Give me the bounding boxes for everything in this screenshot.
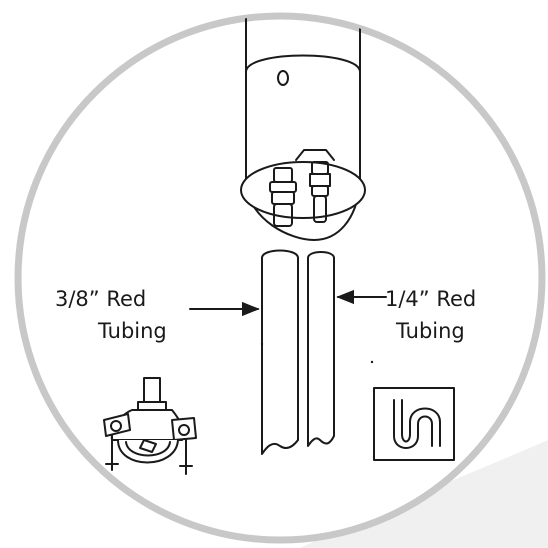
label-1-4-tubing: Tubing	[396, 319, 465, 343]
drain-trap-icon	[373, 387, 455, 461]
tubing-3-8	[261, 249, 299, 455]
label-3-8-tubing: Tubing	[98, 319, 167, 343]
dot	[260, 342, 264, 346]
saddle-valve-icon	[103, 377, 197, 475]
label-1-4-size: 1/4” Red	[385, 287, 477, 311]
dot	[370, 360, 374, 364]
filter-housing-icon	[240, 16, 366, 241]
tubing-1-4	[307, 251, 335, 447]
label-3-8-size: 3/8” Red	[55, 287, 147, 311]
